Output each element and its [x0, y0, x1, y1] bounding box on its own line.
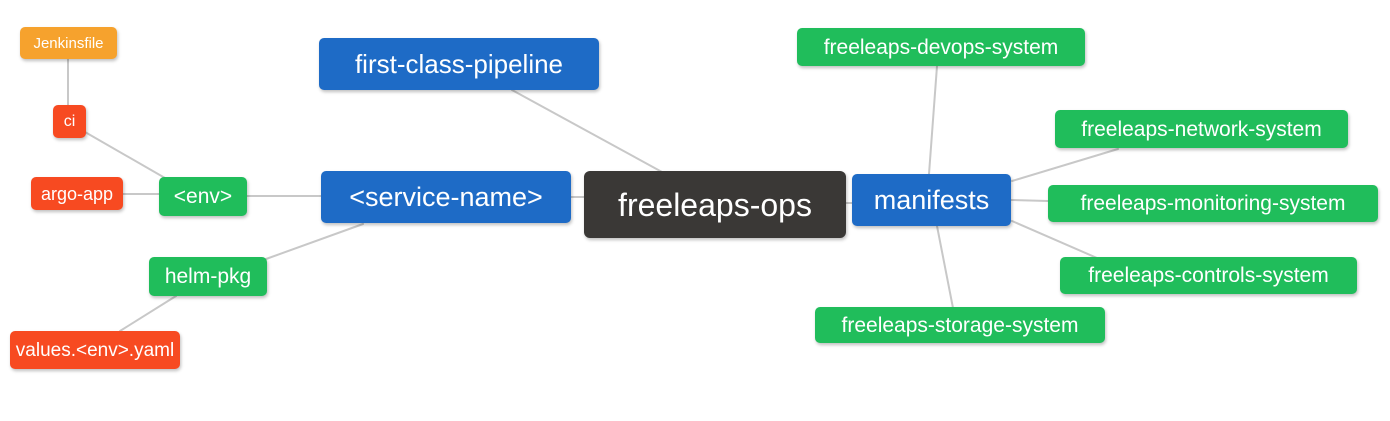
- node-argo-app[interactable]: argo-app: [31, 177, 123, 210]
- node-ci[interactable]: ci: [53, 105, 86, 138]
- node-devops-system[interactable]: freeleaps-devops-system: [797, 28, 1085, 66]
- node-manifests[interactable]: manifests: [852, 174, 1011, 226]
- edge-helm-pkg-service-name: [265, 223, 364, 260]
- edge-manifests-storage: [936, 225, 954, 309]
- edge-values-helm-pkg: [119, 295, 177, 332]
- edge-ci-env: [84, 131, 166, 179]
- node-controls-system[interactable]: freeleaps-controls-system: [1060, 257, 1357, 294]
- node-helm-pkg[interactable]: helm-pkg: [149, 257, 267, 296]
- node-service-name[interactable]: <service-name>: [321, 171, 571, 223]
- node-values-env-yaml[interactable]: values.<env>.yaml: [10, 331, 180, 369]
- node-env[interactable]: <env>: [159, 177, 247, 216]
- edge-pipeline-ops: [511, 89, 663, 173]
- node-jenkinsfile[interactable]: Jenkinsfile: [20, 27, 117, 59]
- edge-manifests-network: [1011, 148, 1119, 182]
- node-first-class-pipeline[interactable]: first-class-pipeline: [319, 38, 599, 90]
- edge-manifests-controls: [1011, 220, 1098, 259]
- node-network-system[interactable]: freeleaps-network-system: [1055, 110, 1348, 148]
- node-storage-system[interactable]: freeleaps-storage-system: [815, 307, 1105, 343]
- edge-manifests-devops: [928, 65, 938, 175]
- node-freeleaps-ops[interactable]: freeleaps-ops: [584, 171, 846, 238]
- edge-manifests-monitoring: [1010, 199, 1049, 202]
- node-monitoring-system[interactable]: freeleaps-monitoring-system: [1048, 185, 1378, 222]
